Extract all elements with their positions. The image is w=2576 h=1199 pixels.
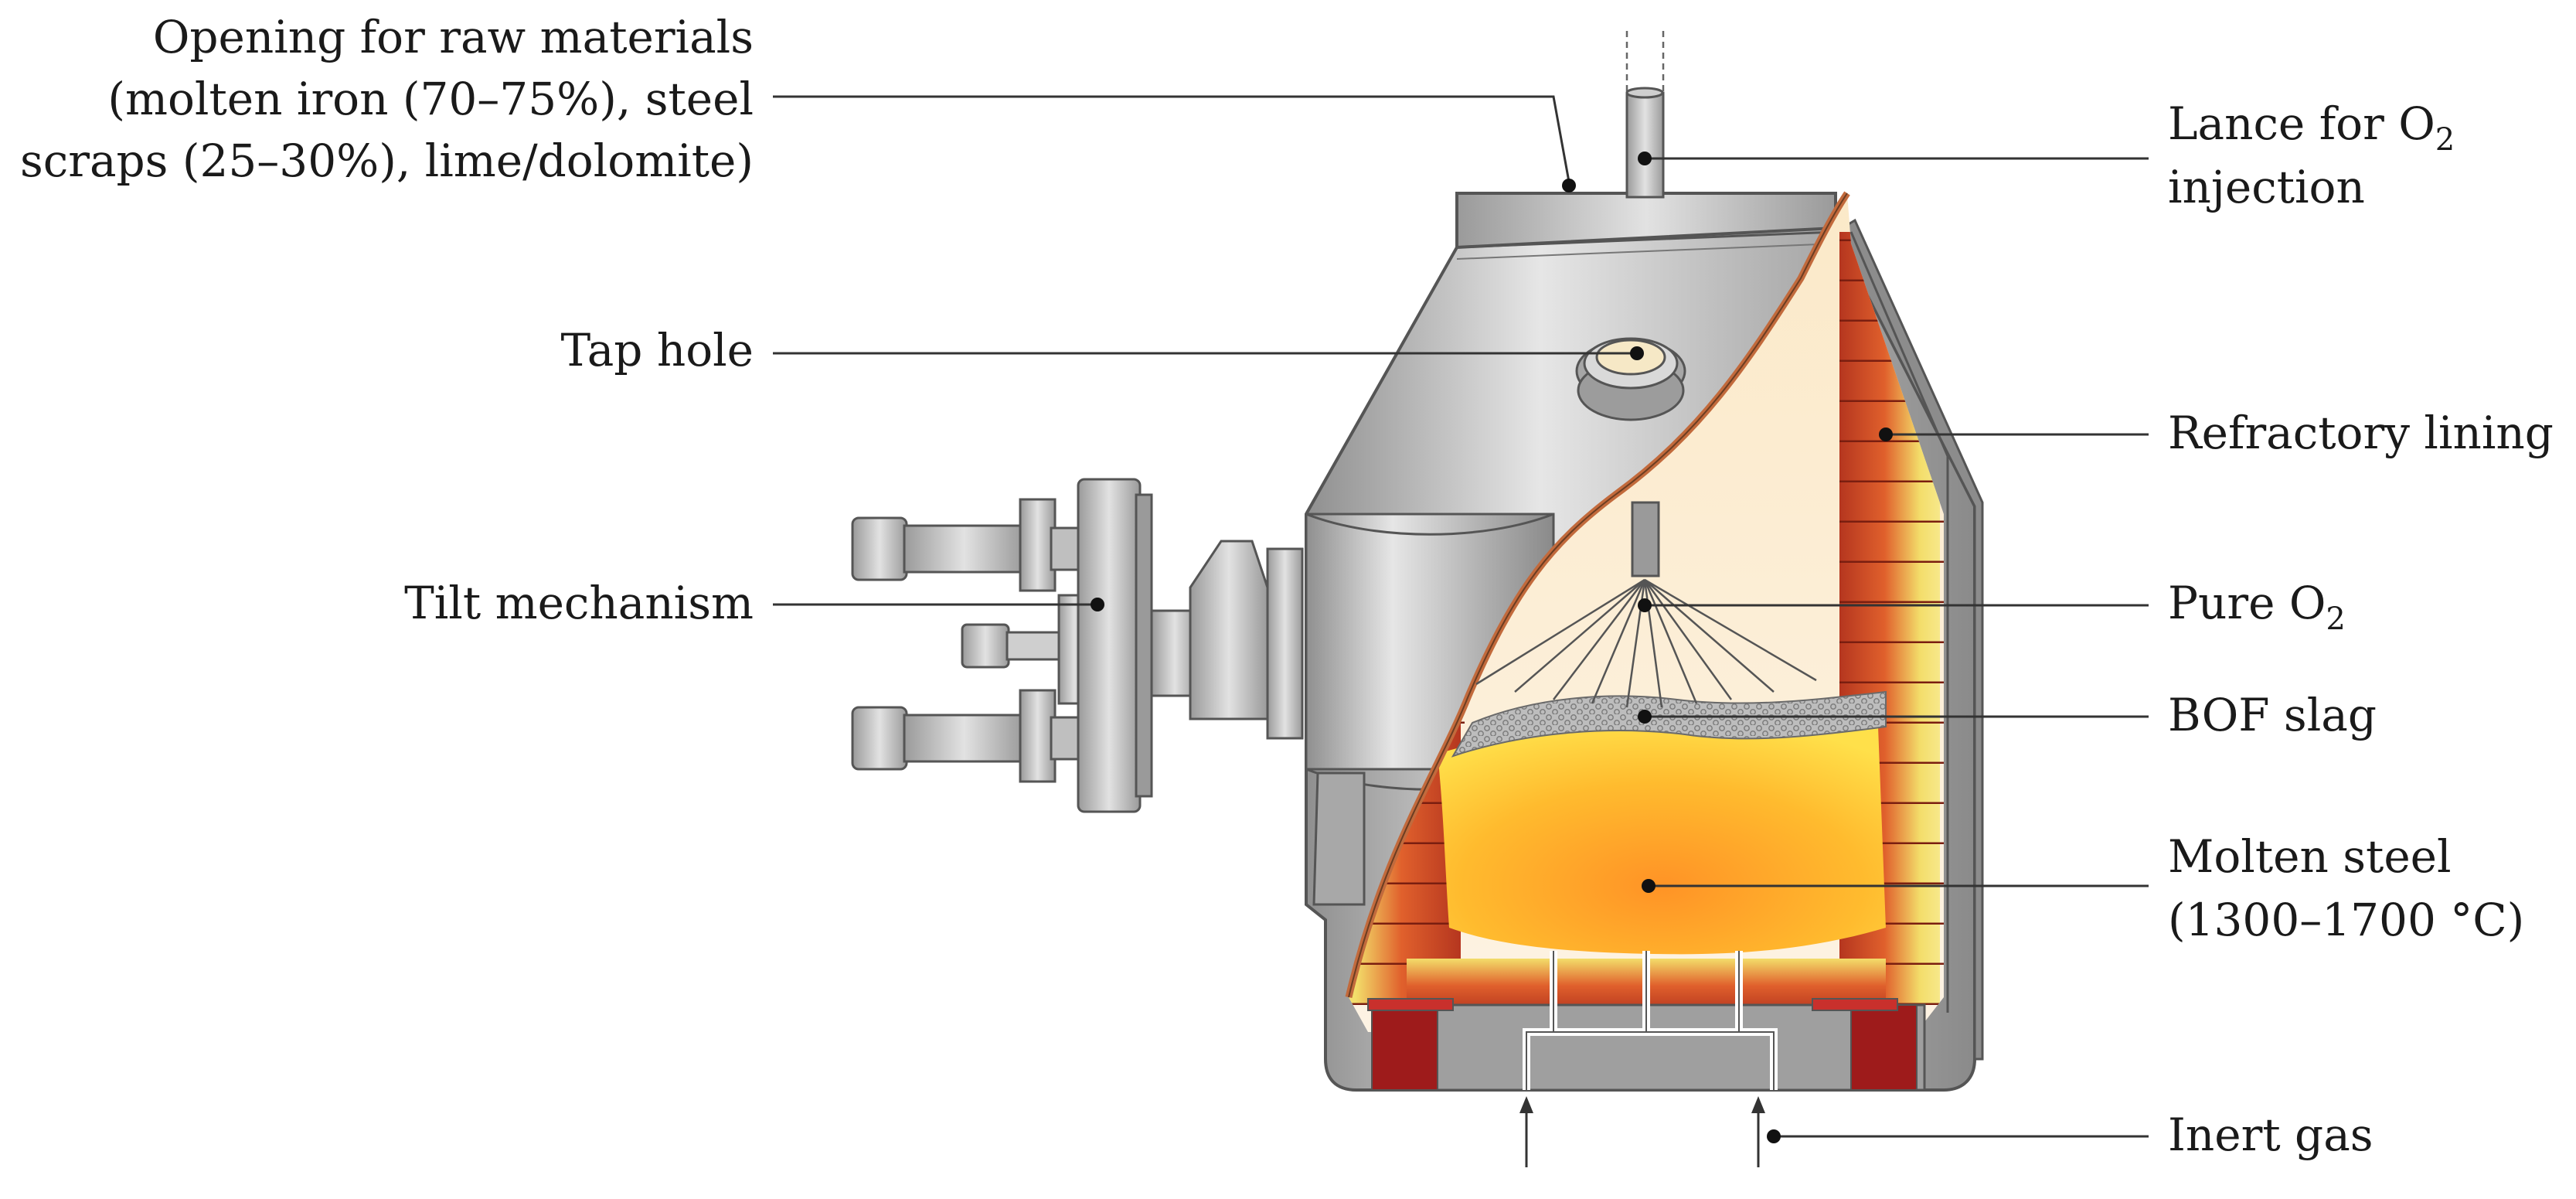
label-tap-hole: Tap hole (561, 324, 754, 376)
leader-lines (773, 95, 2149, 1143)
molten-steel (1438, 727, 1886, 955)
label-pure-o2: Pure O2 (2168, 577, 2346, 637)
label-bof-slag: BOF slag (2168, 689, 2377, 741)
tap-hole (1575, 337, 1686, 421)
label-refractory-lining: Refractory lining (2168, 407, 2554, 459)
label-inert-gas: Inert gas (2168, 1109, 2374, 1161)
label-molten-steel-line1: Molten steel (2168, 830, 2452, 883)
label-opening-line3: scraps (25–30%), lime/dolomite) (20, 135, 754, 187)
labels: Opening for raw materials (molten iron (… (20, 11, 2554, 1161)
oxygen-lance (1625, 31, 1665, 577)
label-lance-line2: injection (2168, 161, 2365, 213)
label-opening-line1: Opening for raw materials (153, 11, 754, 63)
tilt-mechanism (851, 478, 1304, 813)
bof-slag (1451, 690, 1887, 758)
label-molten-steel-line2: (1300–1700 °C) (2168, 894, 2524, 946)
label-opening-line2: (molten iron (70–75%), steel (107, 73, 754, 125)
inert-gas-arrows (1519, 1096, 1765, 1167)
label-tilt-mechanism: Tilt mechanism (404, 577, 754, 629)
label-lance-line1: Lance for O2 (2168, 97, 2455, 158)
